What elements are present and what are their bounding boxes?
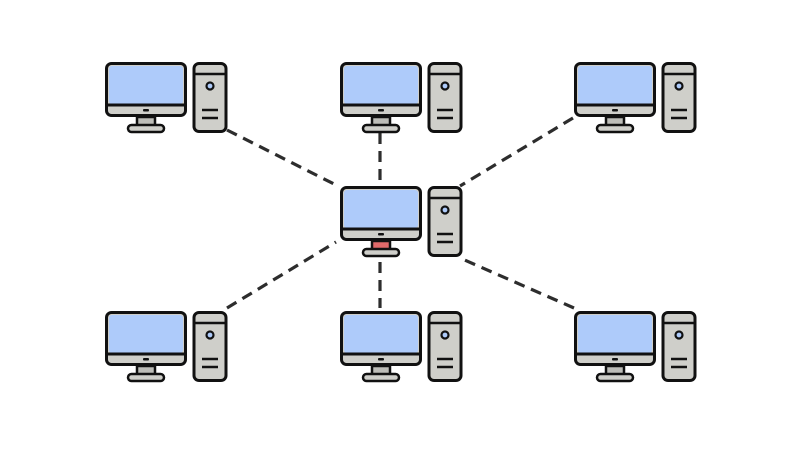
monitor-screen: [578, 66, 652, 104]
computer-top-center: [340, 62, 463, 134]
network-link-top-right: [459, 116, 574, 188]
computer-top-left: [105, 62, 228, 134]
network-link-bottom-left: [226, 240, 337, 310]
tower-case: [427, 62, 463, 133]
desktop-computer-icon: [105, 311, 187, 383]
tower-case: [661, 311, 697, 382]
monitor-indicator: [378, 233, 384, 236]
desktop-computer-icon: [574, 311, 656, 383]
monitor-base: [126, 372, 166, 383]
network-link-bottom-right: [459, 256, 575, 310]
tower-case: [427, 186, 463, 257]
power-button-icon: [205, 330, 215, 340]
desktop-computer-icon: [340, 62, 422, 134]
pc-tower-icon: [427, 311, 463, 382]
tower-case: [427, 311, 463, 382]
computer-bottom-center: [340, 311, 463, 383]
network-links: [226, 116, 575, 310]
tower-case: [661, 62, 697, 133]
monitor-screen: [344, 315, 418, 353]
monitor-indicator: [612, 358, 618, 361]
tower-case: [192, 311, 228, 382]
monitor-base: [361, 123, 401, 134]
desktop-computer-icon: [574, 62, 656, 134]
desktop-computer-icon: [105, 62, 187, 134]
monitor-screen: [344, 190, 418, 228]
computer-bottom-left: [105, 311, 228, 383]
monitor-indicator: [378, 358, 384, 361]
pc-tower-icon: [192, 311, 228, 382]
monitor-indicator: [378, 109, 384, 112]
power-button-icon: [674, 330, 684, 340]
power-button-icon: [440, 205, 450, 215]
pc-tower-icon: [427, 62, 463, 133]
monitor-base: [126, 123, 166, 134]
tower-case: [192, 62, 228, 133]
monitor-base: [595, 372, 635, 383]
computer-top-right: [574, 62, 697, 134]
network-link-top-left: [226, 128, 339, 188]
monitor-base: [595, 123, 635, 134]
monitor-screen: [109, 66, 183, 104]
monitor-screen: [109, 315, 183, 353]
monitor-screen: [344, 66, 418, 104]
monitor-base: [361, 372, 401, 383]
monitor-indicator: [143, 109, 149, 112]
power-button-icon: [674, 81, 684, 91]
monitor-indicator: [612, 109, 618, 112]
power-button-icon: [205, 81, 215, 91]
monitor-indicator: [143, 358, 149, 361]
monitor-base: [361, 247, 401, 258]
power-button-icon: [440, 330, 450, 340]
desktop-computer-icon: [340, 186, 422, 258]
monitor-screen: [578, 315, 652, 353]
pc-tower-icon: [427, 186, 463, 257]
hub-computer: [340, 186, 463, 258]
desktop-computer-icon: [340, 311, 422, 383]
computer-bottom-right: [574, 311, 697, 383]
pc-tower-icon: [661, 311, 697, 382]
network-computers: [105, 62, 697, 383]
pc-tower-icon: [192, 62, 228, 133]
pc-tower-icon: [661, 62, 697, 133]
power-button-icon: [440, 81, 450, 91]
